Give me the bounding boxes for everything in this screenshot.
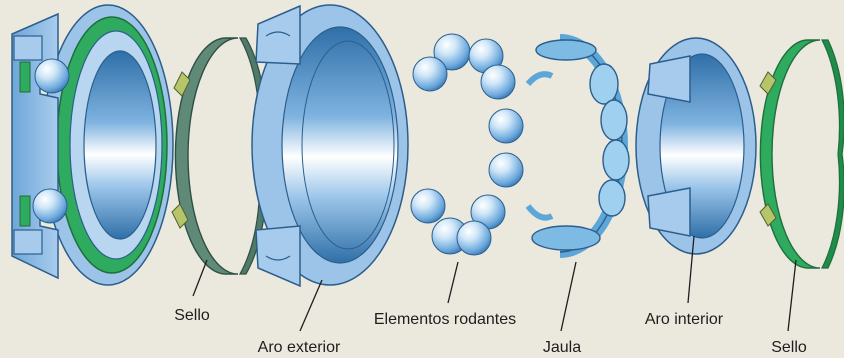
leader-inner-ring bbox=[687, 235, 695, 304]
seal-right bbox=[759, 39, 844, 269]
label-outer-ring: Aro exterior bbox=[258, 339, 341, 356]
leader-outer-ring bbox=[299, 279, 323, 332]
leader-cage bbox=[560, 261, 577, 332]
outer-ring bbox=[251, 4, 409, 288]
label-inner-ring: Aro interior bbox=[645, 311, 724, 328]
rolling-elements bbox=[410, 33, 524, 256]
leader-rolling-elements bbox=[447, 261, 459, 304]
label-cage: Jaula bbox=[543, 339, 581, 356]
label-seal-right: Sello bbox=[771, 339, 807, 356]
label-rolling-elements: Elementos rodantes bbox=[374, 311, 516, 328]
leader-seal-right bbox=[787, 259, 797, 332]
label-seal-left: Sello bbox=[174, 307, 210, 324]
leader-seal-left bbox=[192, 259, 208, 297]
assembled-bearing-cutaway bbox=[11, 4, 174, 286]
cage bbox=[525, 34, 630, 258]
inner-ring bbox=[635, 37, 757, 255]
